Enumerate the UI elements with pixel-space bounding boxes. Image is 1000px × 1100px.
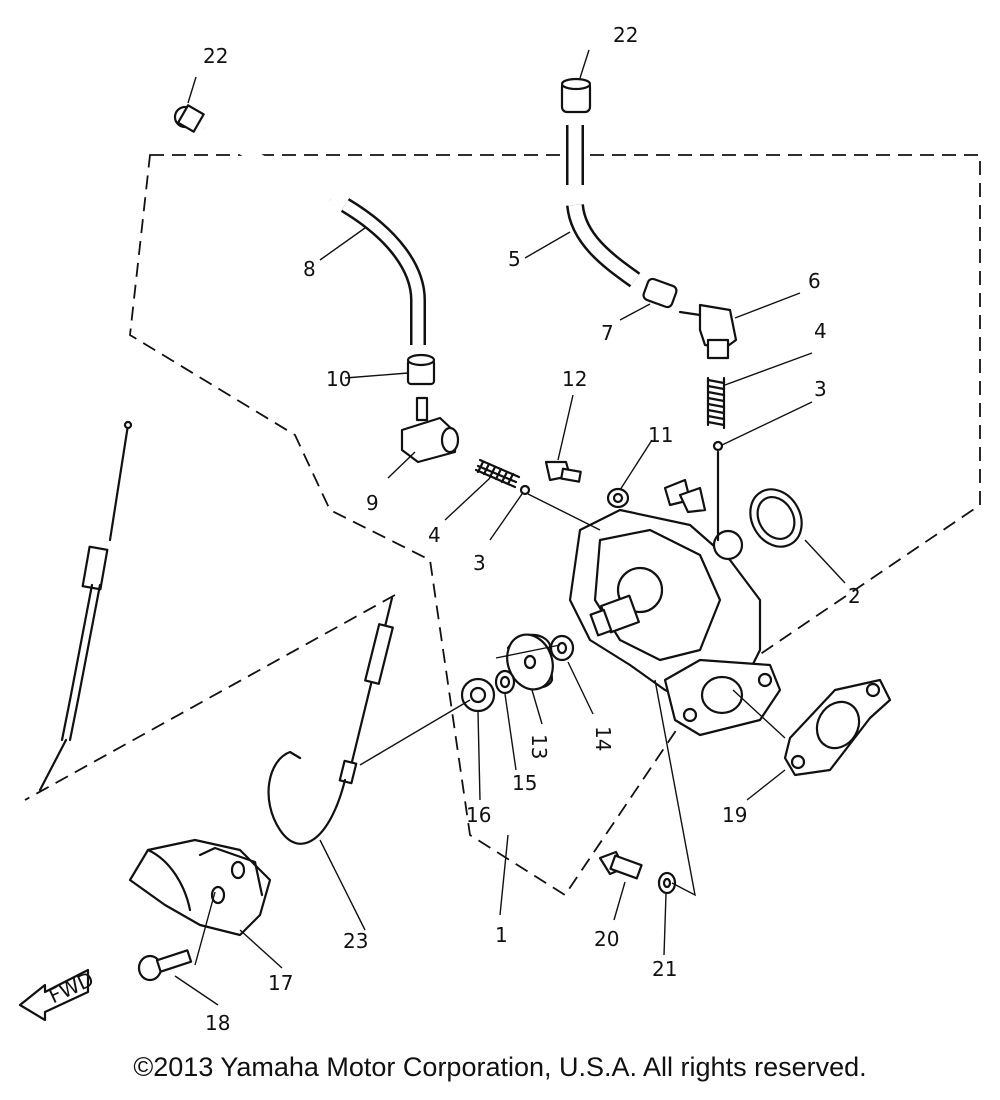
callout-3-right: 3 — [814, 377, 827, 401]
oil-pump-body — [568, 450, 782, 737]
leader-lines — [174, 49, 846, 1006]
pulley-13 — [506, 633, 554, 691]
oil-hose-8 — [202, 123, 426, 345]
callout-21: 21 — [652, 957, 677, 981]
fwd-arrow-icon: FWD — [18, 967, 97, 1022]
callout-4-right: 4 — [814, 319, 827, 343]
oil-pump-cable-tie-line — [24, 594, 396, 801]
bolt-12 — [544, 460, 582, 483]
check-spring-4-right — [706, 376, 726, 430]
callout-10: 10 — [326, 367, 351, 391]
assembly-boundary — [129, 154, 981, 897]
callout-18: 18 — [205, 1011, 230, 1035]
callout-23: 23 — [343, 929, 368, 953]
hose-clamp-22-left — [173, 104, 205, 133]
pump-cover-17 — [128, 838, 272, 937]
check-ball-3-right — [712, 440, 724, 452]
callout-7: 7 — [601, 321, 614, 345]
hose-clamp-22-right — [560, 77, 592, 114]
oil-seal-2 — [749, 488, 803, 548]
gasket-19 — [783, 678, 892, 777]
callout-4-left: 4 — [428, 523, 441, 547]
screw-18 — [137, 949, 193, 982]
hose-clamp-10 — [406, 353, 436, 386]
check-spring-4-left — [474, 458, 521, 489]
callout-15: 15 — [512, 771, 537, 795]
callout-1: 1 — [495, 923, 508, 947]
cable-holder-16 — [460, 677, 496, 713]
callout-22-left: 22 — [203, 44, 228, 68]
throttle-cable — [38, 420, 133, 792]
callout-8: 8 — [303, 257, 316, 281]
callout-22-right: 22 — [613, 23, 638, 47]
callout-20: 20 — [594, 927, 619, 951]
oil-hose-5 — [566, 125, 641, 288]
callout-17: 17 — [268, 971, 293, 995]
bolt-20 — [598, 850, 643, 880]
callout-6: 6 — [808, 269, 821, 293]
callout-19: 19 — [722, 803, 747, 827]
callout-9: 9 — [366, 491, 379, 515]
elbow-fitting-6 — [678, 303, 738, 360]
elbow-fitting-9 — [400, 396, 460, 464]
callout-2: 2 — [848, 584, 861, 608]
pump-cable-23 — [267, 596, 471, 845]
callout-16: 16 — [466, 803, 491, 827]
hose-clamp-7 — [642, 277, 678, 309]
callout-14: 14 — [591, 726, 615, 751]
callout-12: 12 — [562, 367, 587, 391]
copyright-notice: ©2013 Yamaha Motor Corporation, U.S.A. A… — [133, 1052, 867, 1082]
callout-3-left: 3 — [473, 551, 486, 575]
fwd-label: FWD — [45, 967, 97, 1008]
check-ball-3-left — [519, 484, 531, 496]
washer-21 — [657, 871, 677, 895]
washer-14 — [549, 634, 575, 662]
circlip-15 — [494, 669, 516, 695]
washer-11 — [606, 487, 630, 509]
callout-5: 5 — [508, 247, 521, 271]
callout-13: 13 — [527, 734, 551, 759]
callout-11: 11 — [648, 423, 673, 447]
